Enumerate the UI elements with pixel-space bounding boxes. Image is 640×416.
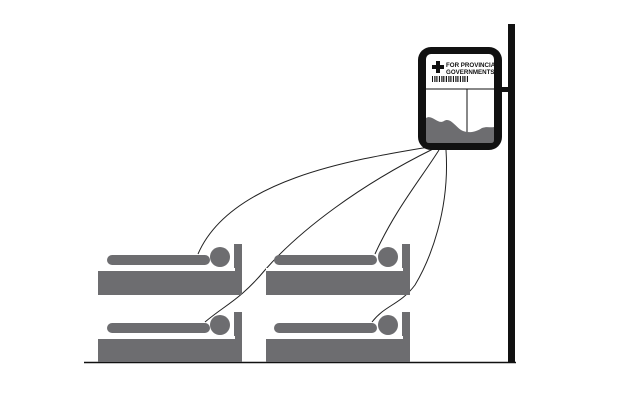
bag-label: FOR PROVINCIAL GOVERNMENTS [432, 61, 499, 82]
iv-tube-bottom-right [371, 149, 448, 323]
iv-tube-top-left [197, 146, 430, 255]
barcode-icon [432, 76, 468, 82]
hospital-bed-icon [98, 244, 242, 295]
medical-cross-icon [432, 61, 444, 73]
patient-icon [107, 323, 210, 333]
bag-label-line1: FOR PROVINCIAL [446, 62, 499, 69]
iv-tube-top-right [374, 149, 440, 255]
iv-bag-icon: FOR PROVINCIAL GOVERNMENTS [418, 47, 502, 150]
hospital-bed-icon [98, 312, 242, 362]
iv-tubes [197, 146, 448, 323]
iv-fluid [426, 117, 494, 143]
patient-icon [274, 323, 377, 333]
patient-icon [107, 255, 210, 265]
patient-icon [274, 255, 377, 265]
hospital-bed-icon [266, 244, 410, 295]
iv-tube-bottom-left [204, 148, 434, 323]
hospital-bed-icon [266, 312, 410, 362]
bag-label-line2: GOVERNMENTS [446, 69, 494, 76]
